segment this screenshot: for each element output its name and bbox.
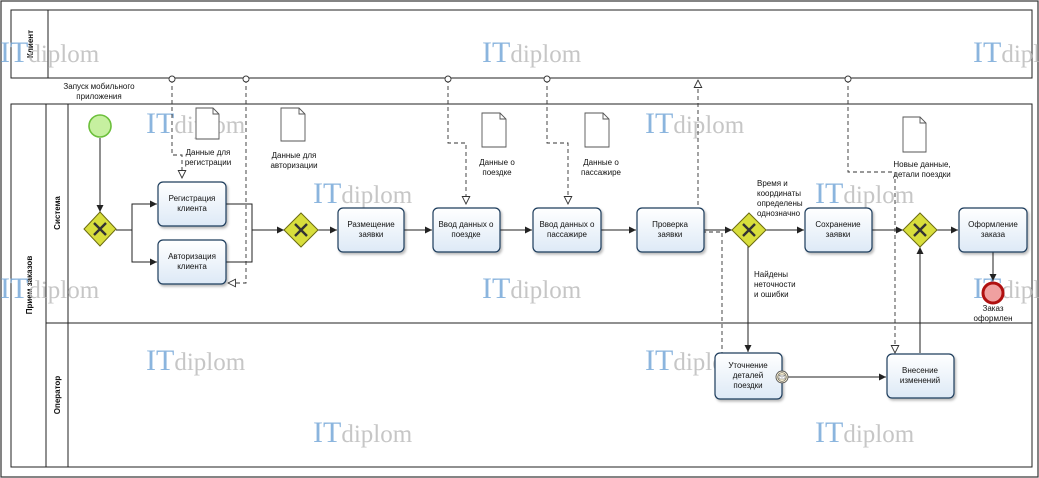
lane-operator-title: Оператор (53, 376, 62, 415)
watermark-1: ITdiplom (0, 36, 100, 69)
watermarks: ITdiplom ITdiplom ITdiplom ITdiplom ITdi… (0, 36, 1039, 449)
gateway-4[interactable] (902, 212, 938, 248)
end-event[interactable] (981, 281, 1005, 305)
data-objects (195, 107, 927, 153)
watermark-5: ITdiplom (645, 107, 745, 140)
sequence-flows (96, 138, 997, 381)
gateway-3[interactable] (731, 212, 767, 248)
document-icon-authorization[interactable] (280, 107, 306, 142)
gateway-1[interactable] (83, 211, 117, 247)
document-label-new-data: Новые данные,детали поездки (893, 160, 950, 179)
msg-flow-authorization (228, 79, 247, 283)
document-icon-new-data[interactable] (902, 116, 927, 153)
watermark-9: ITdiplom (482, 272, 582, 305)
gateways (83, 211, 938, 248)
watermark-2: ITdiplom (482, 36, 582, 69)
watermark-6: ITdiplom (313, 177, 413, 210)
message-event[interactable] (775, 370, 789, 384)
watermark-11: ITdiplom (146, 344, 246, 377)
document-icon-passenger[interactable] (584, 112, 610, 148)
lane-system-title: Система (53, 196, 62, 230)
msg-flow-response (698, 80, 723, 356)
msg-flow-registration (171, 79, 182, 178)
pool-client-title: Клиент (26, 30, 35, 58)
gateway-2[interactable] (283, 212, 319, 248)
msg-flow-passenger (546, 79, 568, 204)
msg-flow-trip (447, 79, 466, 204)
message-flows (171, 79, 895, 356)
envelope-icon (778, 374, 786, 380)
watermark-8: ITdiplom (0, 272, 100, 305)
pool-orders: Прием заказов Система Оператор (10, 103, 1033, 468)
pool-client: Клиент (10, 9, 1033, 79)
start-event[interactable] (88, 114, 112, 138)
pool-orders-title: Прием заказов (25, 256, 34, 315)
watermark-7: ITdiplom (815, 177, 915, 210)
document-icon-trip[interactable] (481, 112, 507, 148)
watermark-3: ITdiplom (973, 36, 1039, 69)
document-icon-registration[interactable] (195, 107, 220, 140)
watermark-14: ITdiplom (815, 416, 915, 449)
watermark-13: ITdiplom (313, 416, 413, 449)
